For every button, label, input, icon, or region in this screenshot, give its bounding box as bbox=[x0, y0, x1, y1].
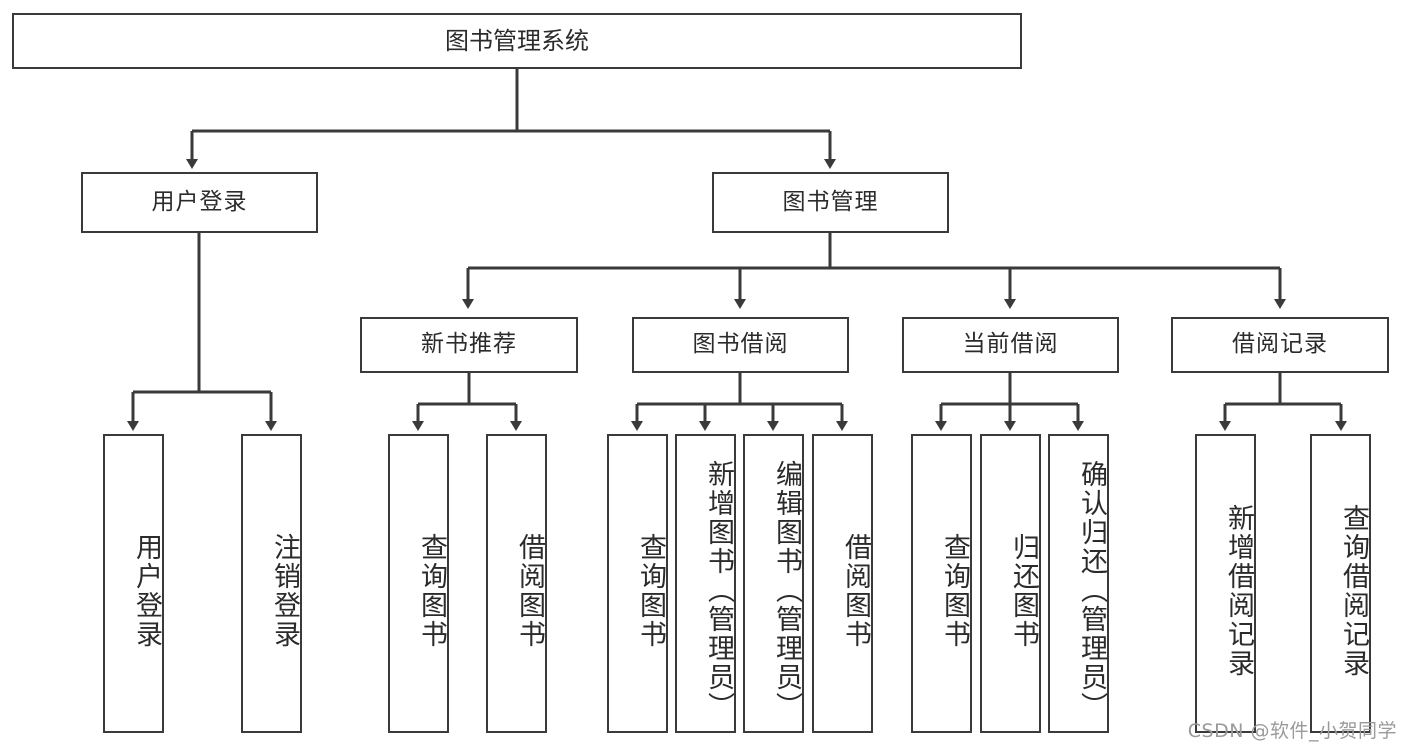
leaf-current-confirm-return-admin[interactable]: 确认归还（管理员） bbox=[1048, 434, 1109, 733]
watermark-text: CSDN @软件_小贺同学 bbox=[1187, 720, 1397, 742]
node-label: 新增借阅记录 bbox=[1223, 503, 1254, 678]
node-label: 确认归还（管理员） bbox=[1076, 460, 1107, 721]
node-label: 查询图书 bbox=[416, 532, 447, 649]
node-label: 查询借阅记录 bbox=[1338, 503, 1369, 678]
node-user-login[interactable]: 用户登录 bbox=[81, 172, 318, 233]
node-label: 图书管理 bbox=[782, 188, 879, 215]
leaf-borrow-edit-book-admin[interactable]: 编辑图书（管理员） bbox=[743, 434, 804, 733]
leaf-new-book-borrow[interactable]: 借阅图书 bbox=[486, 434, 547, 733]
node-label: 用户登录 bbox=[131, 532, 162, 649]
node-label: 归还图书 bbox=[1008, 532, 1039, 649]
node-label: 新书推荐 bbox=[421, 331, 517, 358]
leaf-borrow-query-book[interactable]: 查询图书 bbox=[607, 434, 668, 733]
node-current-borrow[interactable]: 当前借阅 bbox=[902, 317, 1119, 373]
node-label: 图书借阅 bbox=[692, 331, 789, 358]
node-label: 借阅图书 bbox=[840, 532, 871, 649]
node-book-borrow[interactable]: 图书借阅 bbox=[632, 317, 849, 373]
leaf-new-book-query[interactable]: 查询图书 bbox=[388, 434, 449, 733]
leaf-current-query-book[interactable]: 查询图书 bbox=[911, 434, 972, 733]
leaf-records-add-record[interactable]: 新增借阅记录 bbox=[1195, 434, 1256, 733]
leaf-current-return-book[interactable]: 归还图书 bbox=[980, 434, 1041, 733]
node-label: 编辑图书（管理员） bbox=[771, 460, 802, 721]
leaf-records-query-record[interactable]: 查询借阅记录 bbox=[1310, 434, 1371, 733]
node-label: 查询图书 bbox=[635, 532, 666, 649]
leaf-borrow-add-book-admin[interactable]: 新增图书（管理员） bbox=[675, 434, 736, 733]
node-book-management[interactable]: 图书管理 bbox=[712, 172, 949, 233]
node-system-root[interactable]: 图书管理系统 bbox=[12, 13, 1022, 69]
leaf-user-login-signin[interactable]: 用户登录 bbox=[103, 434, 164, 733]
node-new-book-recommend[interactable]: 新书推荐 bbox=[360, 317, 578, 373]
leaf-borrow-borrow-book[interactable]: 借阅图书 bbox=[812, 434, 873, 733]
node-label: 注销登录 bbox=[269, 532, 300, 649]
node-label: 借阅图书 bbox=[514, 532, 545, 649]
node-label: 用户登录 bbox=[151, 188, 248, 215]
node-label: 当前借阅 bbox=[962, 331, 1059, 358]
node-label: 查询图书 bbox=[939, 532, 970, 649]
node-label: 借阅记录 bbox=[1232, 331, 1328, 358]
leaf-user-login-signout[interactable]: 注销登录 bbox=[241, 434, 302, 733]
node-label: 新增图书（管理员） bbox=[703, 460, 734, 721]
node-borrow-records[interactable]: 借阅记录 bbox=[1171, 317, 1389, 373]
node-label: 图书管理系统 bbox=[445, 26, 589, 55]
